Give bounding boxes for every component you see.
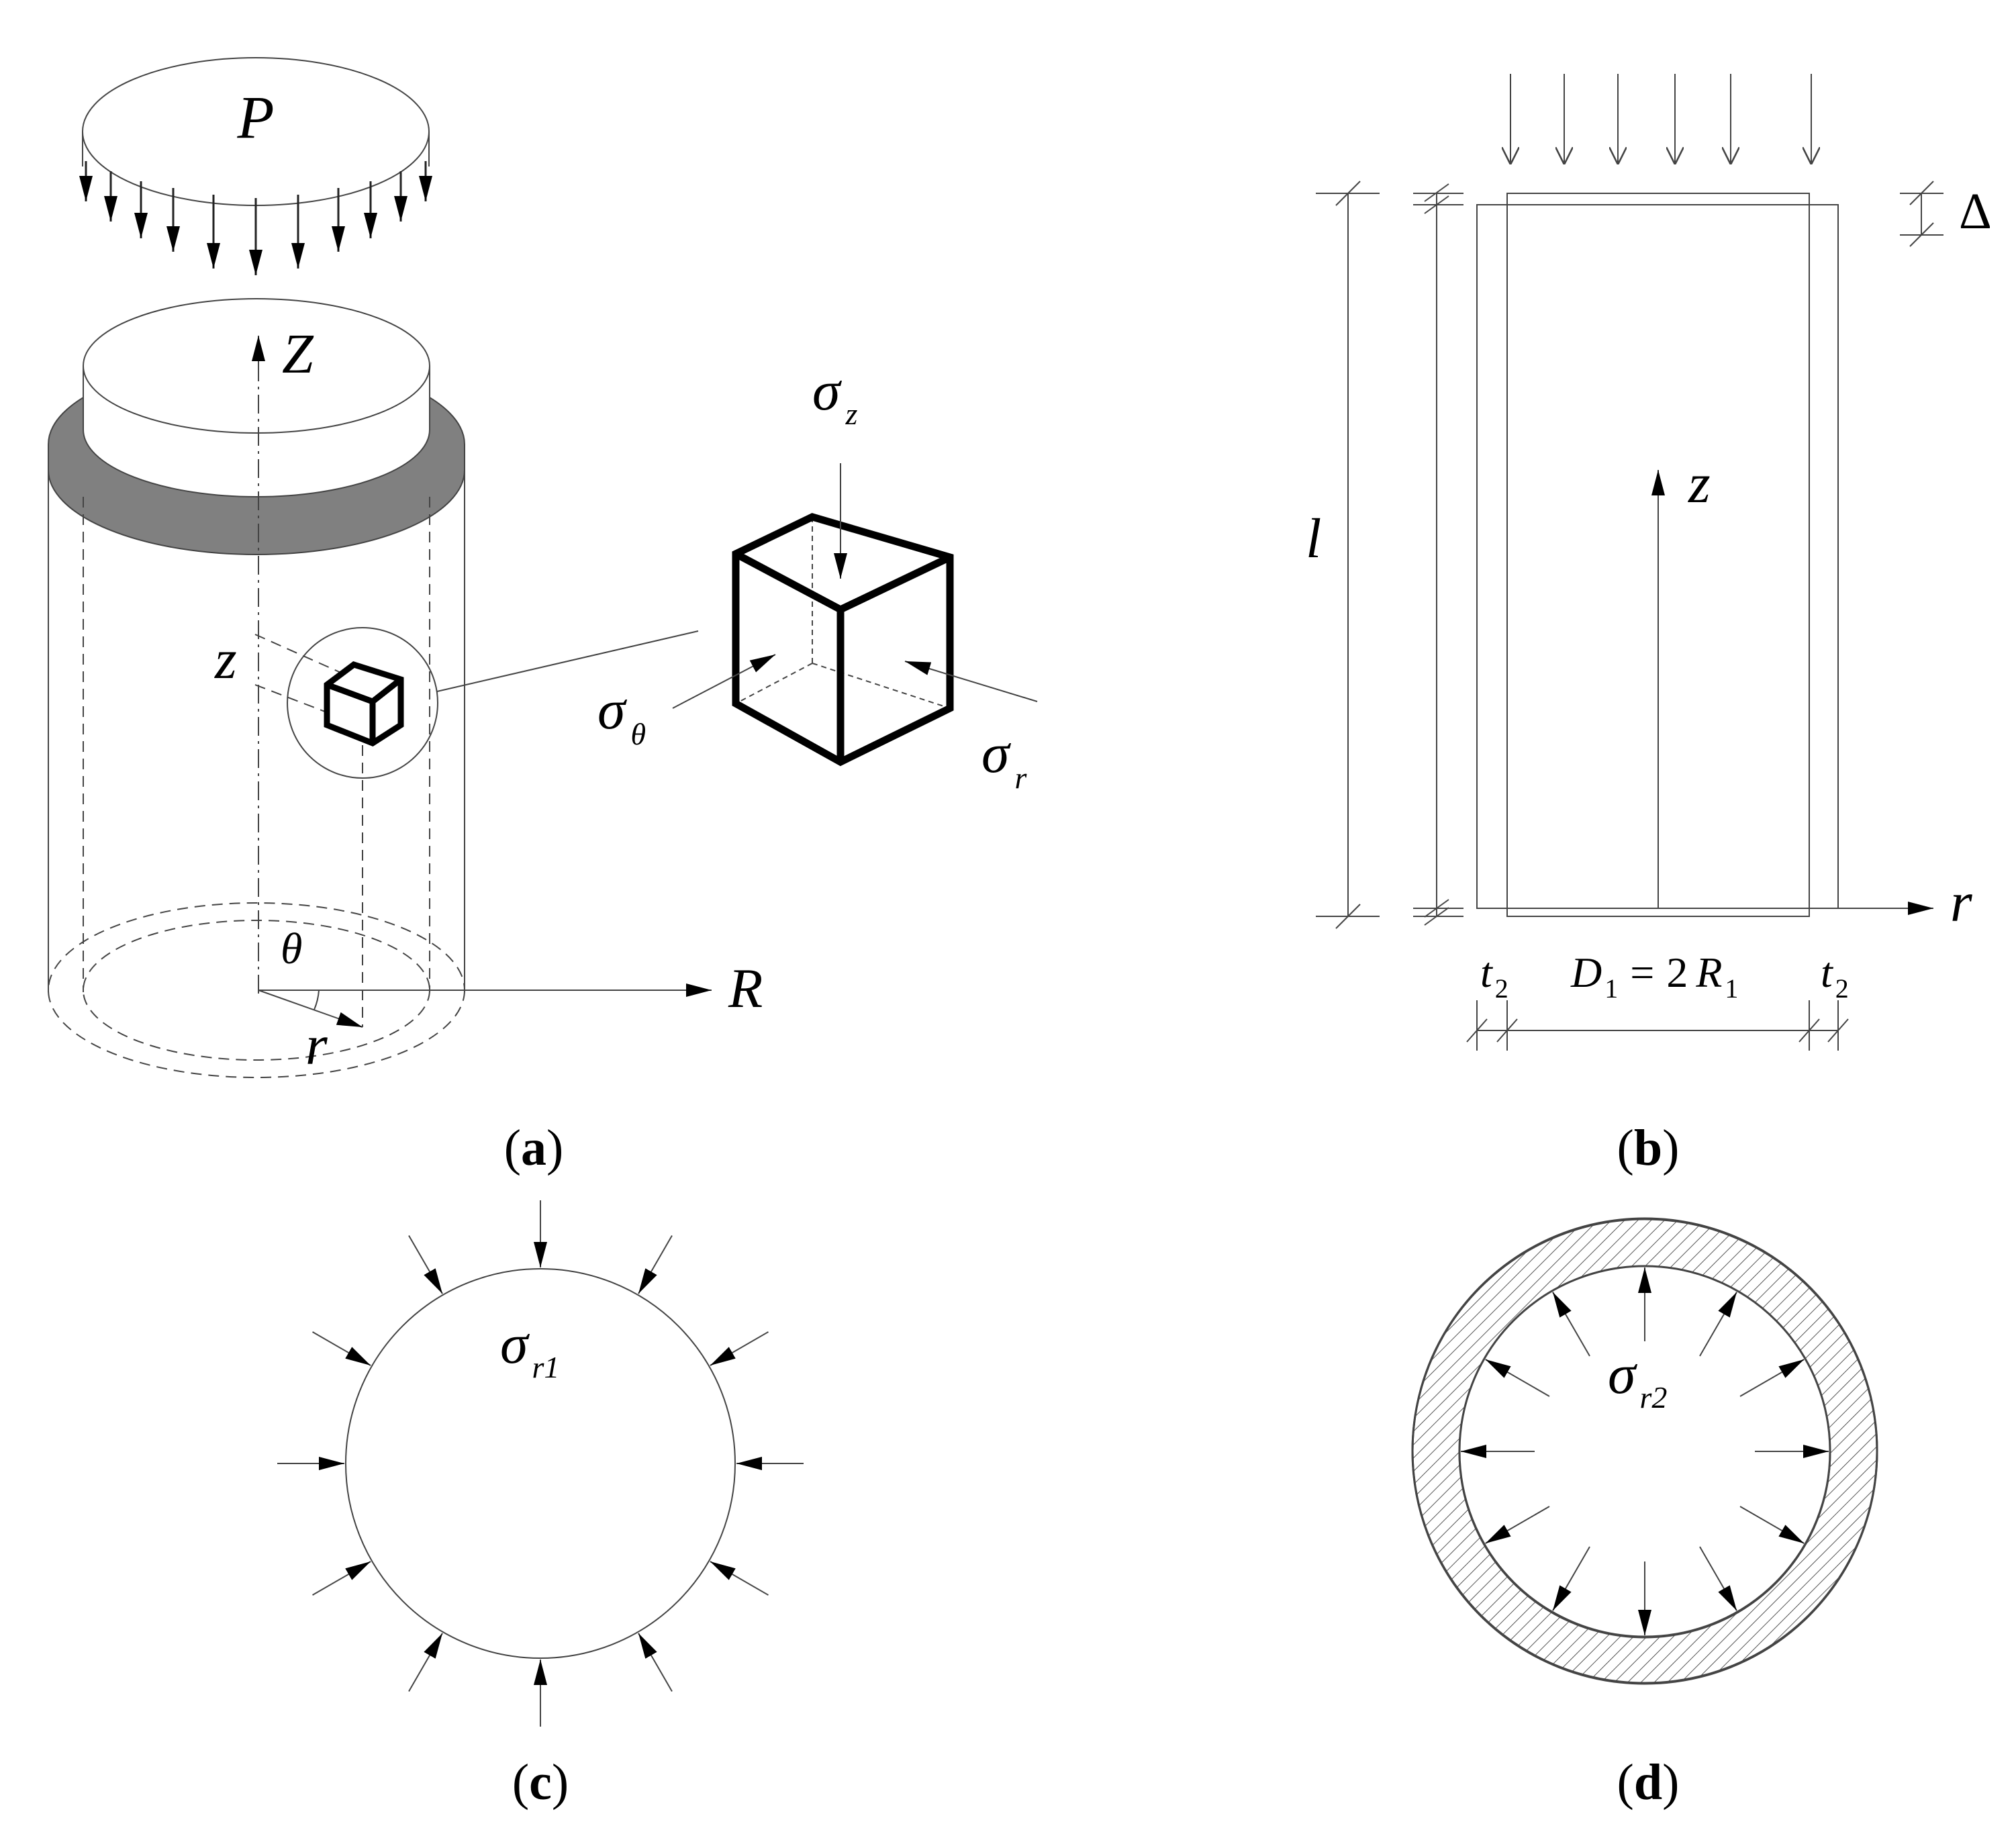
pressure-arrow-d (1485, 1506, 1550, 1544)
pressure-arrow-c (312, 1331, 371, 1366)
sigma-theta-arrow (672, 654, 776, 709)
load-arrows (79, 161, 432, 275)
pressure-arrow-c (710, 1561, 769, 1596)
pressure-arrow-c (638, 1633, 673, 1692)
zoom-circle (287, 627, 438, 779)
z-label-b: z (1688, 452, 1711, 515)
pressure-arrow-c (408, 1633, 443, 1692)
caption-c: (c) (512, 1754, 569, 1811)
small-cube (324, 661, 404, 747)
pressure-arrow-c (408, 1235, 443, 1294)
caption-b: (b) (1617, 1120, 1680, 1176)
pressure-arrow-d (1485, 1359, 1550, 1397)
depth-label: z (214, 628, 237, 691)
r-label-b: r (1950, 871, 1972, 934)
caption-a: (a) (504, 1120, 564, 1176)
stress-cube (732, 513, 954, 767)
radial-pressure-arrows-d (1461, 1267, 1829, 1635)
l-label: l (1306, 508, 1321, 570)
pressure-arrow-c (638, 1235, 673, 1294)
radial-pressure-arrows-c (277, 1200, 804, 1727)
pressure-arrow-d (1552, 1546, 1590, 1611)
delta-label: Δ (1959, 183, 1992, 240)
pressure-arrow-c (312, 1561, 371, 1596)
pressure-arrow-d (1552, 1292, 1590, 1357)
core-section-circle (345, 1268, 736, 1659)
r-label: r (305, 1014, 328, 1077)
axis-z-label: Z (282, 323, 314, 385)
leader-line (436, 630, 699, 692)
sigma-r-arrow (904, 661, 1038, 702)
pressure-arrow-c (710, 1331, 769, 1366)
load-label: P (237, 85, 275, 151)
pressure-arrow-d (1739, 1506, 1805, 1544)
pressure-arrow-d (1699, 1546, 1737, 1611)
pressure-arrow-d (1699, 1292, 1737, 1357)
pressure-arrow-d (1739, 1359, 1805, 1397)
axis-r-label: R (728, 957, 763, 1020)
radius-line (258, 990, 363, 1028)
core-top (83, 298, 430, 497)
theta-label: θ (281, 924, 302, 973)
caption-d: (d) (1617, 1754, 1680, 1811)
panel-a: P Z R θ r z (48, 57, 1038, 1176)
top-load-arrows (1510, 74, 1811, 164)
